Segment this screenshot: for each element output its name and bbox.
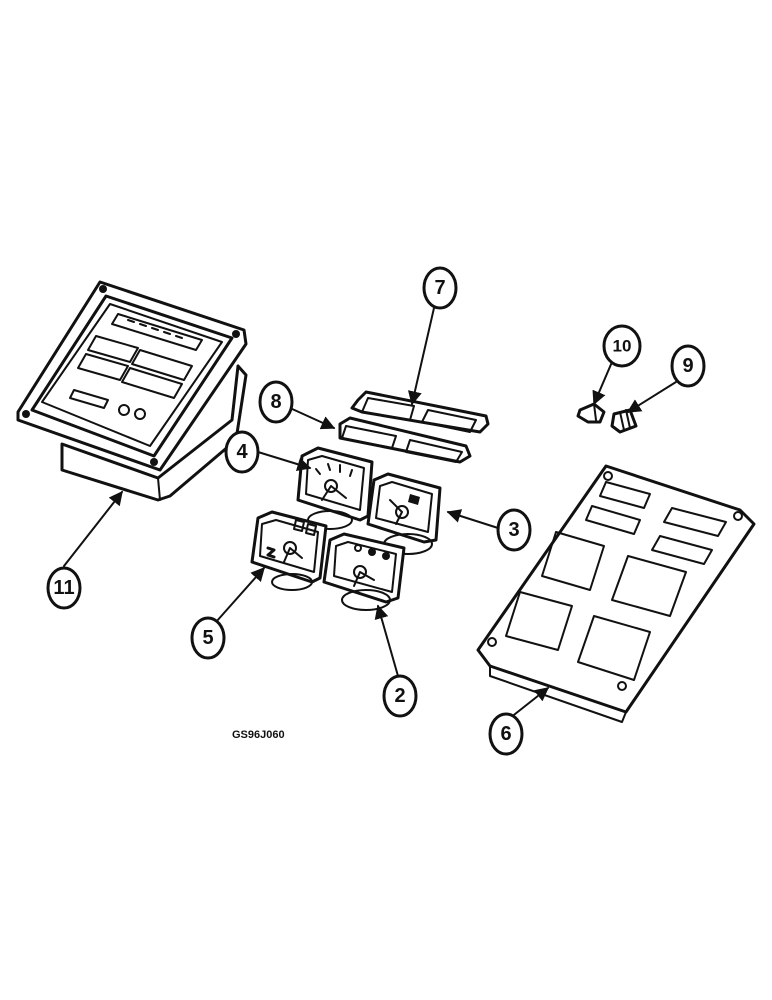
lens-panel-8: [338, 416, 472, 464]
callout-7: 7: [422, 266, 458, 310]
callout-5-label: 5: [202, 627, 213, 649]
callout-3-label: 3: [508, 519, 519, 541]
callout-6-label: 6: [500, 723, 511, 745]
callout-4-label: 4: [236, 441, 248, 463]
gauge-4: [296, 446, 374, 530]
leader-lines: [63, 307, 677, 719]
callout-3: 3: [496, 508, 532, 552]
callout-7-label: 7: [434, 277, 445, 299]
instrument-cluster-housing: [16, 280, 248, 502]
callout-9-label: 9: [682, 355, 693, 377]
gauge-3: [366, 472, 442, 555]
callout-4: 4: [224, 430, 260, 474]
figure-code: GS96J060: [232, 729, 285, 741]
callout-10: 10: [602, 324, 642, 368]
callout-11-label: 11: [53, 577, 74, 599]
gauge-2: [322, 532, 406, 611]
gauge-5: [250, 510, 328, 591]
callout-2: 2: [382, 674, 418, 718]
callout-5: 5: [190, 616, 226, 660]
callout-8-label: 8: [270, 391, 281, 413]
callout-11: 11: [46, 566, 82, 610]
callout-6: 6: [488, 712, 524, 756]
mounting-plate-6: [476, 464, 756, 723]
callout-9: 9: [670, 344, 706, 388]
lens-panel-7: [350, 390, 490, 434]
callout-2-label: 2: [394, 685, 405, 707]
callout-8: 8: [258, 380, 294, 424]
callout-10-label: 10: [613, 337, 632, 356]
bulb-10: [576, 402, 606, 424]
bulb-holder-9: [610, 408, 638, 434]
